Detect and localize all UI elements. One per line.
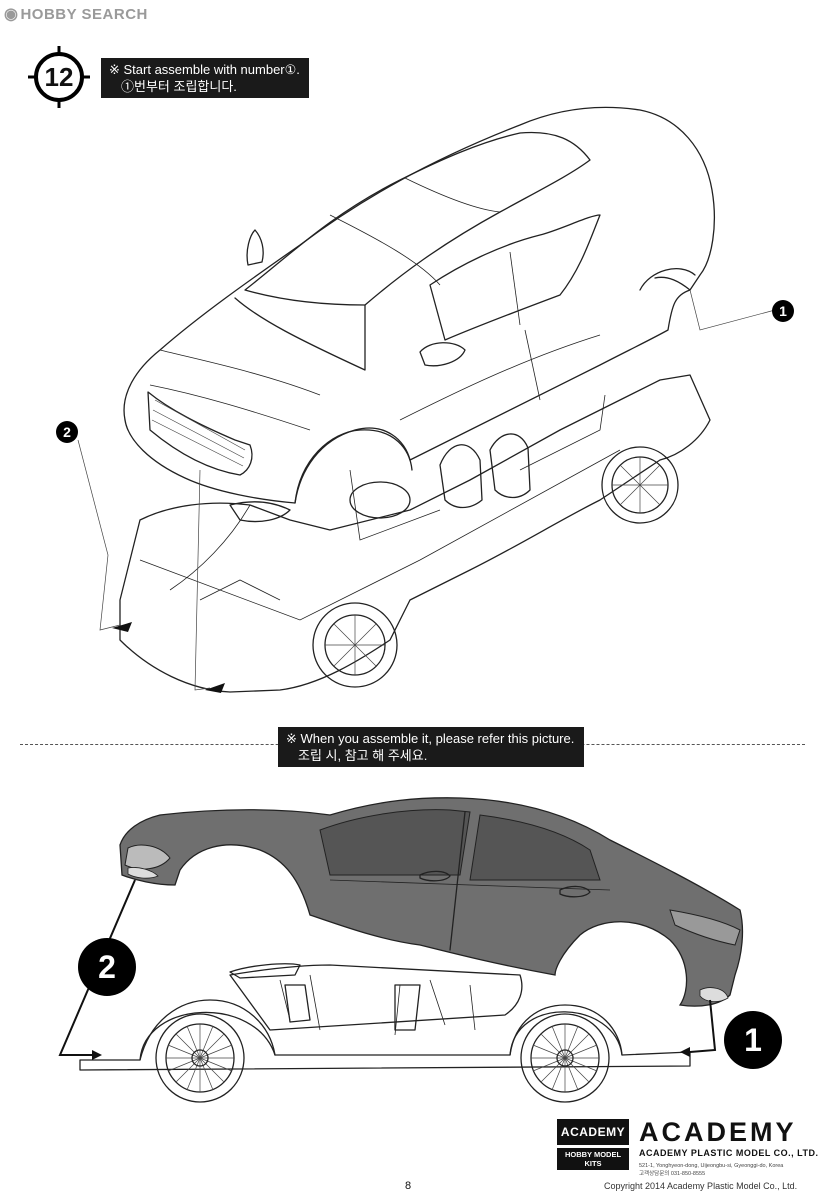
company-name: ACADEMY PLASTIC MODEL CO., LTD. (639, 1148, 819, 1158)
step-badge-ticks (28, 46, 90, 108)
academy-badge-logo: ACADEMY HOBBY MODEL KITS (557, 1119, 629, 1170)
hobby-search-watermark: ◉ HOBBY SEARCH (4, 4, 148, 24)
academy-wordmark-group: ACADEMY ACADEMY PLASTIC MODEL CO., LTD. … (639, 1119, 819, 1178)
part-callout-2-top: 2 (56, 421, 78, 443)
reference-picture-note: ※ When you assemble it, please refer thi… (278, 727, 584, 767)
company-address: 521-1, Yonghyeon-dong, Uijeongbu-si, Gye… (639, 1163, 784, 1169)
callout-1-label: 1 (779, 303, 787, 319)
watermark-text: HOBBY SEARCH (20, 5, 148, 23)
reference-note-korean: 조립 시, 참고 해 주세요. (298, 748, 428, 763)
callout-2-big-label: 2 (98, 948, 116, 985)
part-callout-1-bottom: 1 (724, 1011, 782, 1069)
start-instruction-english: ※ Start assemble with number①. (109, 62, 300, 77)
academy-wordmark: ACADEMY (639, 1117, 797, 1147)
callout-2-label: 2 (63, 424, 71, 440)
reference-note-english: ※ When you assemble it, please refer thi… (286, 731, 575, 746)
car-body-top-view (123, 106, 715, 523)
car-body-side-view (119, 797, 744, 1007)
hobby-search-logo-icon: ◉ (4, 6, 19, 23)
start-instruction-korean: ①번부터 조립합니다. (121, 79, 237, 94)
badge-bottom-text: HOBBY MODEL KITS (557, 1148, 629, 1170)
part-callout-1-top: 1 (772, 300, 794, 322)
step-number: 12 (44, 61, 74, 92)
top-leader-lines (77, 289, 776, 691)
chassis-side-view (79, 963, 691, 1103)
page-number: 8 (405, 1180, 412, 1192)
part-callout-2-bottom: 2 (78, 938, 136, 996)
badge-top-text: ACADEMY (557, 1119, 629, 1145)
chassis-top-view (112, 374, 711, 693)
copyright-text: Copyright 2014 Academy Plastic Model Co.… (604, 1181, 798, 1191)
academy-brand-block: ACADEMY HOBBY MODEL KITS ACADEMY ACADEMY… (557, 1119, 819, 1178)
company-contact: 고객상담문의 031-850-8555 (639, 1171, 706, 1177)
callout-1-big-label: 1 (744, 1021, 762, 1058)
start-instruction-note: ※ Start assemble with number①. ①번부터 조립합니… (101, 58, 309, 98)
